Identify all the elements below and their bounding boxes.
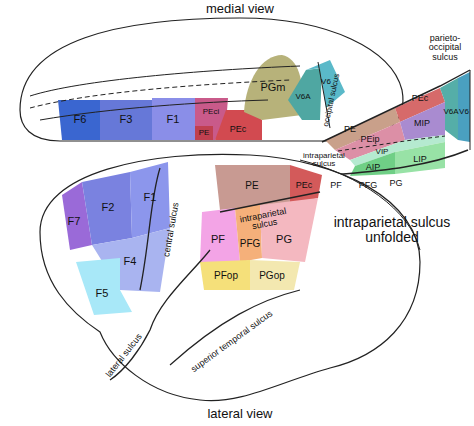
region-label: PG	[389, 179, 402, 188]
region-label: LIP	[413, 155, 427, 164]
region-label: lateral view	[207, 407, 272, 421]
region-label: intraparietal sulcus	[303, 152, 345, 169]
region-label: F6	[74, 114, 87, 126]
region-label: PGop	[259, 271, 285, 282]
region-label: PG	[276, 234, 292, 246]
region-label: parieto-occipital sulcus	[420, 34, 470, 62]
region-label: PFop	[214, 271, 238, 282]
region-label: PE	[344, 125, 356, 134]
region-label: MIP	[414, 119, 430, 128]
region-label: PFG	[359, 181, 378, 190]
region-label: F2	[102, 202, 115, 214]
region-label: PF	[211, 234, 225, 246]
region-label: F1	[167, 114, 180, 126]
region-label: PEip	[360, 135, 379, 144]
region-label: PE	[245, 181, 258, 192]
region-label: V6	[321, 78, 331, 86]
region-label: PEc	[230, 125, 247, 134]
region-label: VIP	[376, 148, 389, 156]
region-label: medial view	[206, 2, 274, 16]
region-label: PE	[199, 129, 210, 137]
region-label: F3	[120, 114, 133, 126]
region-label: V6A	[443, 108, 458, 116]
region-label: F5	[96, 288, 109, 300]
region-label: F1	[144, 192, 157, 204]
region-label: PFG	[240, 239, 261, 250]
region-label: V6	[459, 108, 469, 116]
region-label: PEci	[203, 108, 219, 116]
region-label: PGm	[260, 82, 285, 94]
region-label: AIP	[366, 163, 381, 172]
region-label: F4	[124, 256, 137, 268]
region-label: PEc	[296, 181, 313, 190]
region-label: intraparietal sulcus unfolded	[312, 215, 472, 244]
region-label: F7	[68, 216, 81, 228]
region-label: PEc	[412, 94, 429, 103]
region-label: V6A	[295, 93, 310, 101]
region-label: PF	[330, 181, 342, 190]
